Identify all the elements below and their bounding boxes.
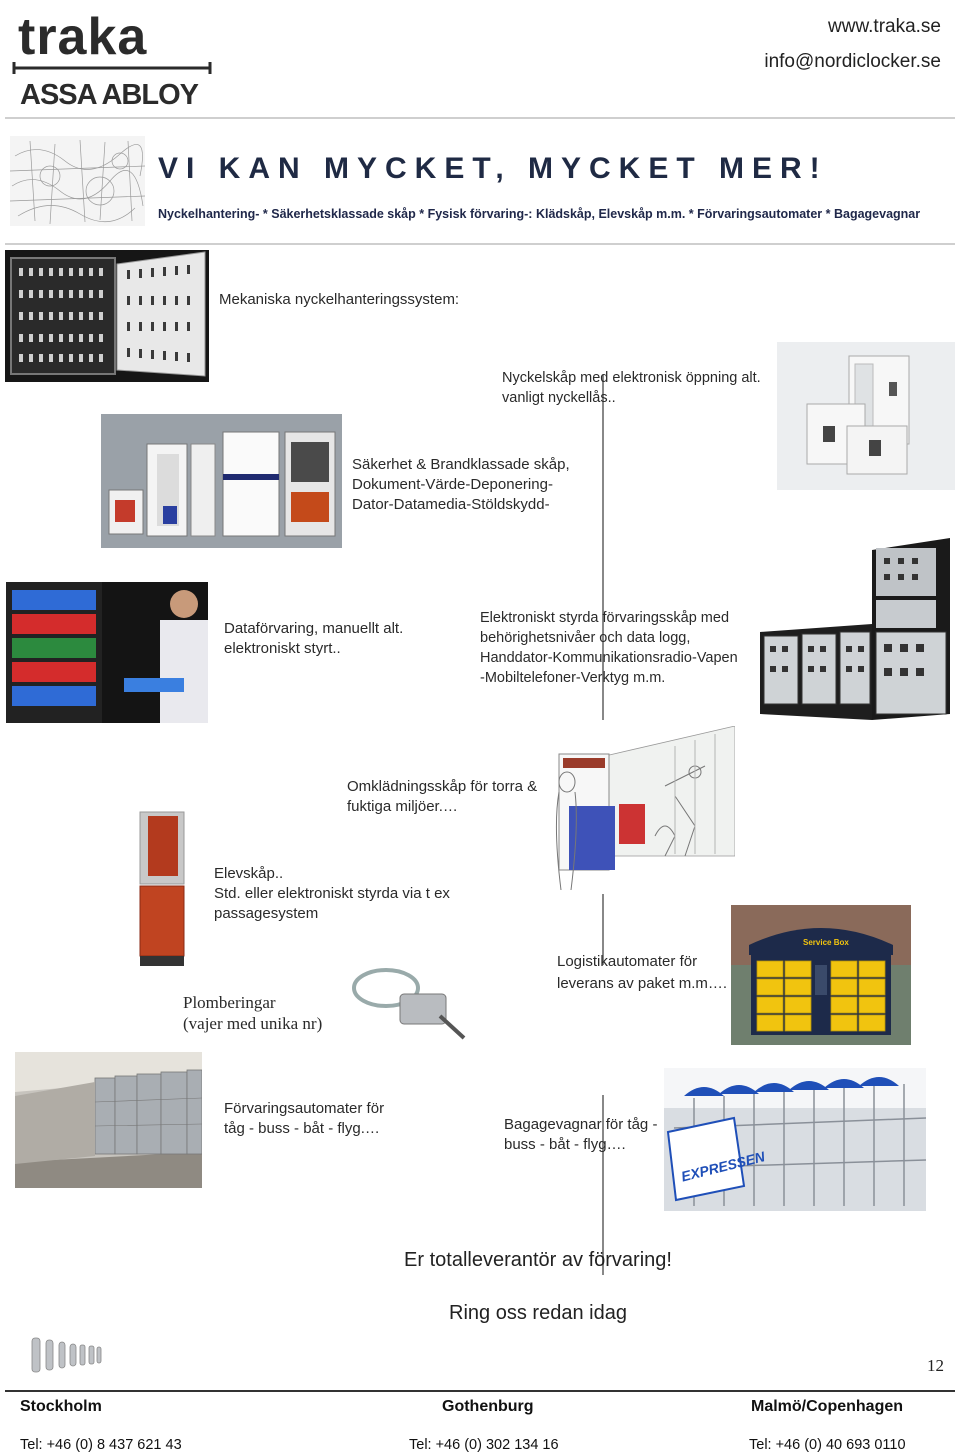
key-cabinet-text: Nyckelskåp med elektronisk öppning alt. … <box>502 370 761 406</box>
page-number: 12 <box>927 1356 944 1375</box>
seals-text: Plomberingar (vajer med unika nr) <box>183 993 323 1033</box>
email-link[interactable]: info@nordiclocker.se <box>764 51 941 72</box>
mechanical-key-cabinet-image <box>5 250 209 382</box>
electronic-lockers-text: Elektroniskt styrda förvaringsskåp med b… <box>480 610 738 686</box>
mechanical-key-text: Mekaniska nyckelhanteringssystem: <box>219 291 460 308</box>
data-storage-text: Dataförvaring, manuellt alt. elektronisk… <box>224 620 404 657</box>
logo-traka-text: traka <box>18 8 147 66</box>
office-gothenburg-phone[interactable]: Tel: +46 (0) 302 134 16 <box>409 1437 559 1453</box>
sketch-image <box>9 136 146 226</box>
header-divider <box>5 117 955 119</box>
traka-logo: traka ASSA ABLOY <box>10 8 215 111</box>
electronic-key-cabinet-image <box>777 342 955 490</box>
center-divider-middle <box>602 893 604 965</box>
safes-text: Säkerhet & Brandklassade skåp, Dokument-… <box>352 456 570 513</box>
office-stockholm-phone[interactable]: Tel: +46 (0) 8 437 621 43 <box>20 1437 182 1453</box>
safes-image <box>101 414 342 548</box>
logo-assa-abloy-text: ASSA ABLOY <box>20 79 199 110</box>
cable-seal-image <box>350 962 468 1044</box>
office-gothenburg-city: Gothenburg <box>442 1398 534 1415</box>
center-divider-top <box>602 375 604 720</box>
office-malmo-phone[interactable]: Tel: +46 (0) 40 693 0110 <box>749 1437 906 1453</box>
data-storage-image <box>6 582 208 723</box>
footer-divider <box>5 1390 955 1392</box>
website-link[interactable]: www.traka.se <box>828 16 941 37</box>
service-box-label: Service Box <box>803 938 849 947</box>
service-box-image: Service Box <box>731 905 911 1045</box>
changing-room-sketch-image <box>545 726 735 894</box>
office-stockholm-city: Stockholm <box>20 1398 102 1415</box>
headline-subtitle: Nyckelhantering- * Säkerhetsklassade skå… <box>158 207 921 221</box>
luggage-trolleys-text: Bagagevagnar för tåg - buss - båt - flyg… <box>504 1116 658 1153</box>
electronic-lockers-image <box>760 538 954 720</box>
key-tags-image <box>22 1332 106 1382</box>
storage-automats-text: Förvaringsautomater för tåg - buss - båt… <box>224 1100 385 1137</box>
headline-title: VI KAN MYCKET, MYCKET MER! <box>158 152 828 185</box>
student-locker-image <box>136 810 188 968</box>
closing-line-2: Ring oss redan idag <box>449 1302 627 1324</box>
locker-corridor-image <box>15 1052 202 1188</box>
logistics-text: Logistikautomater för leverans av paket … <box>557 953 728 992</box>
center-divider-bottom <box>602 1095 604 1275</box>
luggage-trolleys-image: EXPRESSEN <box>664 1068 926 1211</box>
student-lockers-text: Elevskåp.. Std. eller elektroniskt styrd… <box>214 865 450 922</box>
office-malmo-city: Malmö/Copenhagen <box>751 1398 904 1415</box>
headline-divider <box>5 243 955 245</box>
closing-line-1: Er totalleverantör av förvaring! <box>404 1249 672 1271</box>
changing-lockers-text: Omklädningsskåp för torra & fuktiga milj… <box>347 778 538 815</box>
